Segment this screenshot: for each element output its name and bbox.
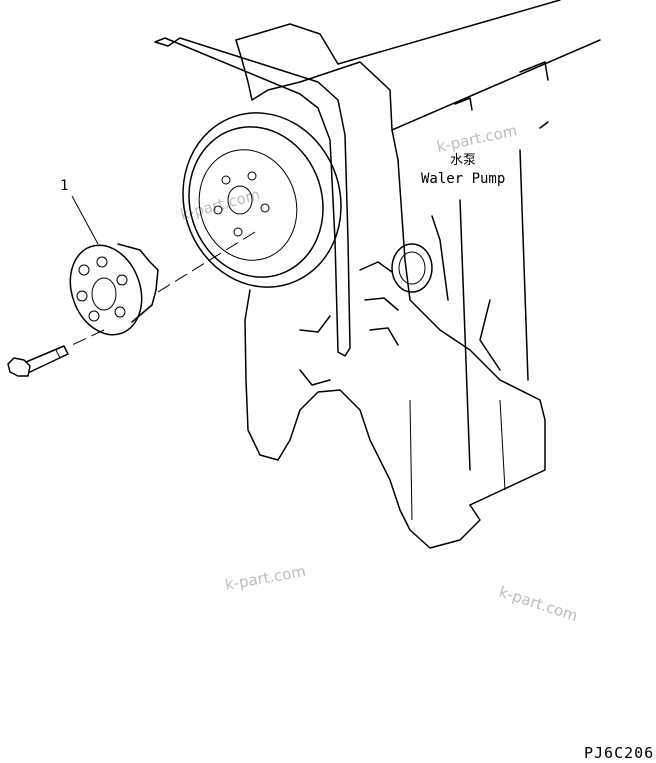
block-boss [391,243,433,293]
watermark: k-part.com [435,121,519,156]
component-label-en: Waler Pump [421,171,505,187]
fan-belt [154,37,351,357]
leader-line [71,195,99,245]
fan-spacer [69,243,159,336]
alignment-line [69,329,105,347]
component-label-cn: 水泵 [450,153,476,168]
watermark: k-part.com [497,583,580,625]
watermark: k-part.com [224,562,308,594]
engine-block [235,0,601,549]
drawing-code: PJ6C206 [584,744,654,762]
part-number-label: 1 [60,178,68,194]
bolt [7,345,69,377]
water-pump-pulley [182,112,342,288]
alignment-line [157,231,256,293]
